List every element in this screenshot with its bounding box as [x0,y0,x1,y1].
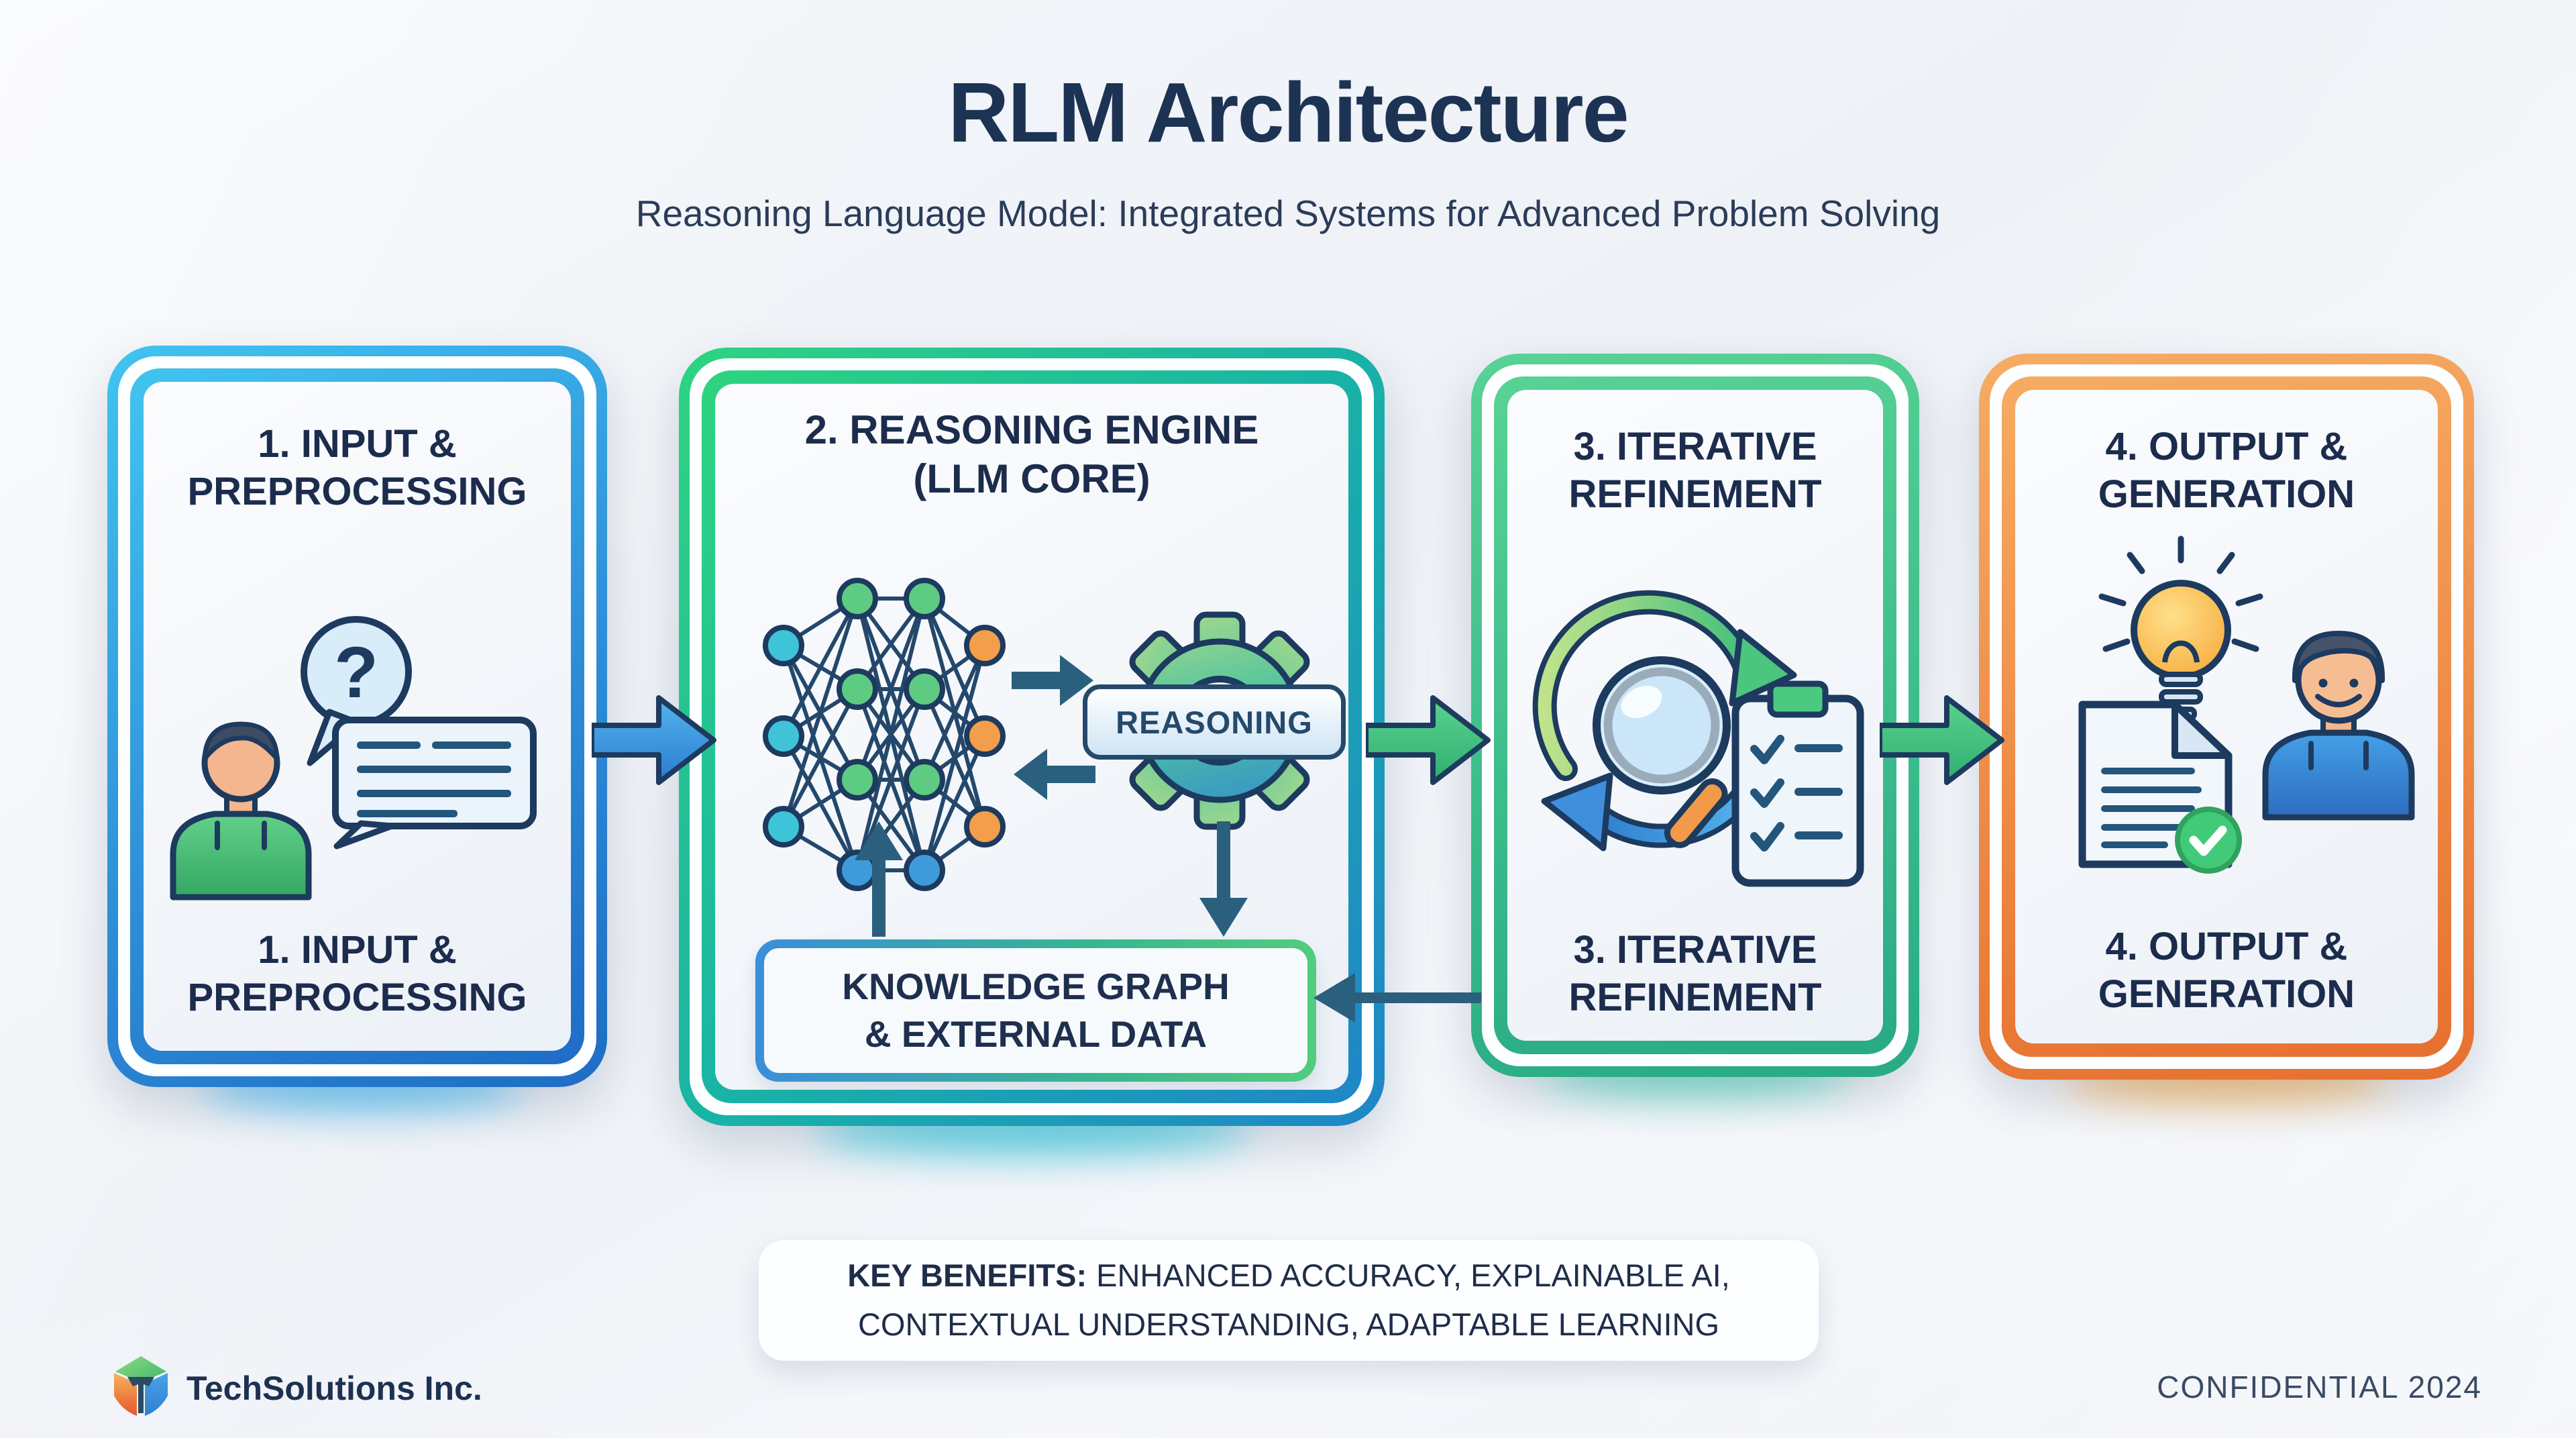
user-icon [2262,631,2415,821]
panel2-title-line2: (LLM CORE) [913,456,1150,502]
up-arrow-icon [855,821,903,937]
panel3-caption-line1: 3. ITERATIVE [1573,928,1817,972]
panel3-caption-line2: REFINEMENT [1568,975,1822,1019]
panel-input-preprocessing: 1. INPUT & PREPROCESSING ? [107,346,607,1087]
panel-iterative-refinement: 3. ITERATIVE REFINEMENT [1471,354,1919,1077]
panel-reasoning-engine: 2. REASONING ENGINE (LLM CORE) [679,348,1385,1126]
cycle-arrows-icon [1532,590,1797,852]
benefits-line1: KEY BENEFITS:ENHANCED ACCURACY, EXPLAINA… [847,1251,1730,1300]
benefits-label: KEY BENEFITS: [847,1257,1087,1294]
arrow-gear-to-nn-icon [1014,749,1095,800]
feedback-arrow-icon [1313,973,1481,1023]
reasoning-pill-label: REASONING [1116,704,1313,740]
panel4-caption: 4. OUTPUT & GENERATION [2015,923,2438,1019]
flow-arrow-3-4-icon [1880,695,2004,785]
down-arrow-icon [1199,821,1248,937]
page-title: RLM Architecture [948,65,1629,160]
panel4-title: 4. OUTPUT & GENERATION [2015,423,2438,519]
page-subtitle: Reasoning Language Model: Integrated Sys… [635,193,1941,234]
chat-bubble-icon [332,717,537,850]
document-check-icon [2078,701,2242,874]
checklist-icon [1731,680,1864,887]
arrow-nn-to-gear-icon [1012,655,1093,706]
panel1-caption-line2: PREPROCESSING [187,975,527,1019]
panel4-title-line2: GENERATION [2098,472,2355,516]
panel-output-generation: 4. OUTPUT & GENERATION [1979,354,2474,1080]
panel4-caption-line1: 4. OUTPUT & [2105,925,2348,968]
knowledge-box-line1: KNOWLEDGE GRAPH [842,965,1230,1007]
panel1-title-line1: 1. INPUT & [258,422,457,466]
neural-network-icon [763,578,1006,891]
company-name: TechSolutions Inc. [186,1370,482,1407]
panel3-title-line1: 3. ITERATIVE [1573,425,1817,468]
panel1-caption: 1. INPUT & PREPROCESSING [144,927,571,1022]
panel1-caption-line1: 1. INPUT & [258,928,457,972]
logo-mark-icon [114,1356,168,1416]
panel1-title: 1. INPUT & PREPROCESSING [144,421,571,516]
benefits-line2: CONTEXTUAL UNDERSTANDING, ADAPTABLE LEAR… [857,1306,1720,1342]
confidential-note: CONFIDENTIAL 2024 [2157,1370,2482,1404]
panel2-title: 2. REASONING ENGINE (LLM CORE) [715,405,1348,503]
key-benefits-bar: KEY BENEFITS:ENHANCED ACCURACY, EXPLAINA… [759,1240,1819,1361]
svg-text:?: ? [334,631,378,713]
panel4-title-line1: 4. OUTPUT & [2105,425,2348,468]
panel3-caption: 3. ITERATIVE REFINEMENT [1507,927,1883,1022]
knowledge-graph-box: KNOWLEDGE GRAPH & EXTERNAL DATA [755,939,1316,1082]
reasoning-pill: REASONING [1083,684,1346,760]
flow-arrow-1-2-icon [592,695,716,785]
panel3-title-line2: REFINEMENT [1568,472,1822,516]
knowledge-box-line2: & EXTERNAL DATA [864,1013,1208,1055]
panel3-title: 3. ITERATIVE REFINEMENT [1507,423,1883,519]
benefits-line1-text: ENHANCED ACCURACY, EXPLAINABLE AI, [1096,1257,1730,1294]
flow-arrow-2-3-icon [1366,695,1491,785]
lightbulb-icon [2098,535,2263,721]
panel1-title-line2: PREPROCESSING [187,469,527,513]
magnifier-icon [1593,656,1731,848]
user-icon [170,721,312,901]
panel2-title-line1: 2. REASONING ENGINE [804,407,1259,452]
panel4-caption-line2: GENERATION [2098,972,2355,1016]
